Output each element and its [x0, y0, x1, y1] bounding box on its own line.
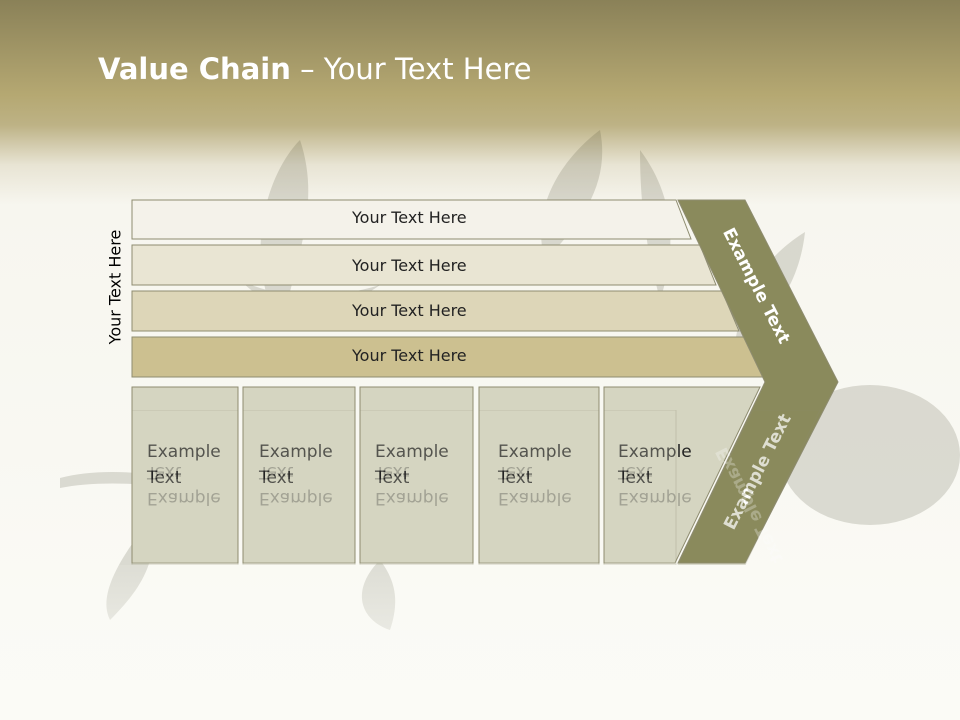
- column-1-shape: [131, 386, 239, 564]
- column-5-label: Example Text: [618, 439, 718, 491]
- column-5-line2: Text: [618, 468, 653, 488]
- reflection-fade-overlay: [0, 565, 960, 720]
- column-3-line2: Text: [375, 468, 410, 488]
- bar-1-shape: [131, 199, 692, 240]
- column-2-line1: Example: [259, 442, 333, 462]
- column-2-label: Example Text: [259, 439, 359, 491]
- column-5-line1: Example: [618, 442, 692, 462]
- bar-4-label: Your Text Here: [352, 346, 467, 365]
- column-4-line2: Text: [498, 468, 533, 488]
- title-rest-part: – Your Text Here: [290, 52, 532, 86]
- column-1-line1: Example: [147, 442, 221, 462]
- column-2-line2: Text: [259, 468, 294, 488]
- column-3-line1: Example: [375, 442, 449, 462]
- column-1-label: Example Text: [147, 439, 247, 491]
- column-4-label: Example Text: [498, 439, 598, 491]
- column-4-shape: [478, 386, 600, 564]
- column-3-shape: [359, 386, 474, 564]
- column-4-line1: Example: [498, 442, 572, 462]
- slide-title: Value Chain – Your Text Here: [98, 52, 532, 86]
- column-1-line2: Text: [147, 468, 182, 488]
- column-5-shape: [603, 386, 761, 564]
- bar-3-label: Your Text Here: [352, 301, 467, 320]
- bar-2-label: Your Text Here: [352, 256, 467, 275]
- bar-3-shape: [131, 290, 740, 332]
- bar-1-label: Your Text Here: [352, 208, 467, 227]
- chevron-arrow-shape: [677, 199, 839, 564]
- column-2-shape: [242, 386, 356, 564]
- title-bold-part: Value Chain: [98, 52, 291, 86]
- bar-2-shape: [131, 244, 717, 286]
- column-3-label: Example Text: [375, 439, 475, 491]
